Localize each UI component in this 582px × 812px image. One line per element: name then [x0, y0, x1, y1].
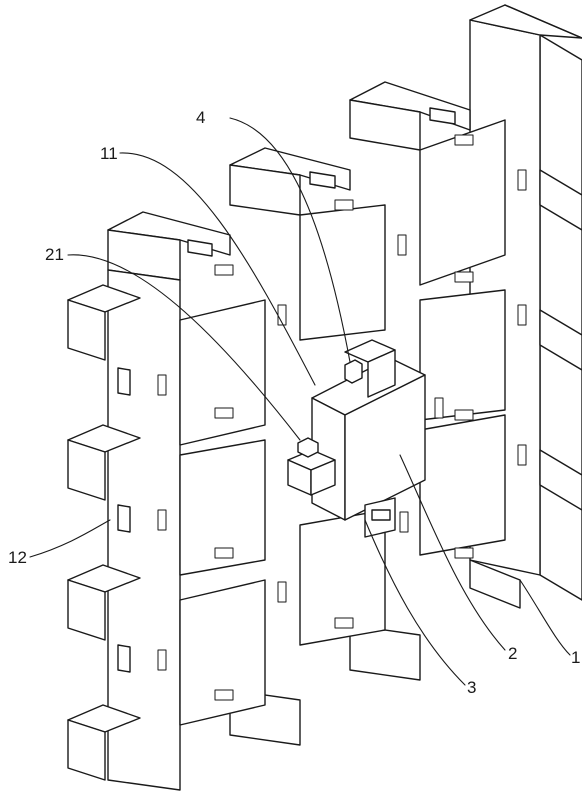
left-small-box-side [310, 459, 336, 496]
panel-r5c0 [179, 579, 266, 726]
callout-11: 11 [100, 144, 118, 163]
top-opening-1 [429, 107, 456, 125]
clip-19 [334, 617, 354, 629]
clip-15 [399, 511, 409, 533]
clip-2 [334, 199, 354, 211]
sensor-21 [297, 437, 319, 458]
callout-2: 2 [508, 644, 517, 663]
clip-13 [517, 444, 527, 466]
clip-8 [517, 304, 527, 326]
frame-right-arm-3 [539, 449, 582, 511]
panel-r1c2 [419, 119, 506, 286]
callout-4: 4 [196, 108, 205, 127]
leader-4 [229, 117, 351, 363]
side-opening-2 [117, 504, 131, 533]
frame-left-arm-2-front [67, 439, 106, 501]
panel-r3c0 [179, 299, 266, 446]
clip-20 [157, 649, 167, 671]
clip-9 [157, 374, 167, 396]
upper-small-box [344, 339, 396, 398]
top-opening-3 [187, 239, 213, 257]
leader-lines [29, 117, 571, 686]
callout-3: 3 [467, 678, 476, 697]
frame-bottom-foot-2 [349, 624, 421, 681]
top-opening-2 [309, 171, 336, 189]
leader-1 [519, 579, 571, 656]
frame-left-arm-3-front [67, 579, 106, 641]
upper-small-box-front [367, 349, 396, 398]
central-block-side [344, 374, 426, 521]
frame-right-column-top [469, 4, 582, 39]
panel-r2c2 [419, 289, 506, 421]
panel-r4c1 [299, 509, 386, 646]
leader-21 [67, 254, 301, 441]
panel-r3c2 [419, 414, 506, 556]
frame-left-arm-4-front [67, 719, 106, 781]
sensor-4 [344, 359, 363, 384]
clip-16 [454, 547, 474, 559]
clip-1 [454, 134, 474, 146]
callout-21: 21 [45, 245, 64, 264]
clip-18 [277, 581, 287, 603]
leader-11 [119, 152, 316, 386]
clip-5 [397, 234, 407, 256]
frame-right-arm-2 [539, 309, 582, 371]
clip-11 [454, 409, 474, 421]
side-opening-3 [117, 644, 131, 673]
callout-labels: 1 2 3 4 11 12 21 [8, 108, 580, 697]
clip-3 [214, 264, 234, 276]
clip-10 [434, 397, 444, 419]
callout-1: 1 [571, 648, 580, 667]
side-opening-1 [117, 367, 131, 396]
clip-14 [157, 509, 167, 531]
panel-grid [179, 119, 506, 726]
callout-12: 12 [8, 548, 27, 567]
panel-r4c0 [179, 439, 266, 576]
clip-4 [517, 169, 527, 191]
frame-right-arm-1 [539, 169, 582, 231]
leader-12 [29, 519, 111, 558]
panel-r2c1 [299, 204, 386, 341]
clip-17 [214, 547, 234, 559]
frame-right-foot [469, 559, 521, 609]
frame-left-arm-1-front [67, 299, 106, 361]
frame-right-top-edge [504, 4, 582, 39]
leader-3 [364, 519, 466, 686]
left-small-box [287, 437, 336, 496]
clip-6 [454, 271, 474, 283]
central-block-clip [371, 509, 391, 521]
lattice-frame [67, 4, 582, 791]
leader-2 [399, 454, 506, 651]
clip-12 [214, 407, 234, 419]
clip-21 [214, 689, 234, 701]
